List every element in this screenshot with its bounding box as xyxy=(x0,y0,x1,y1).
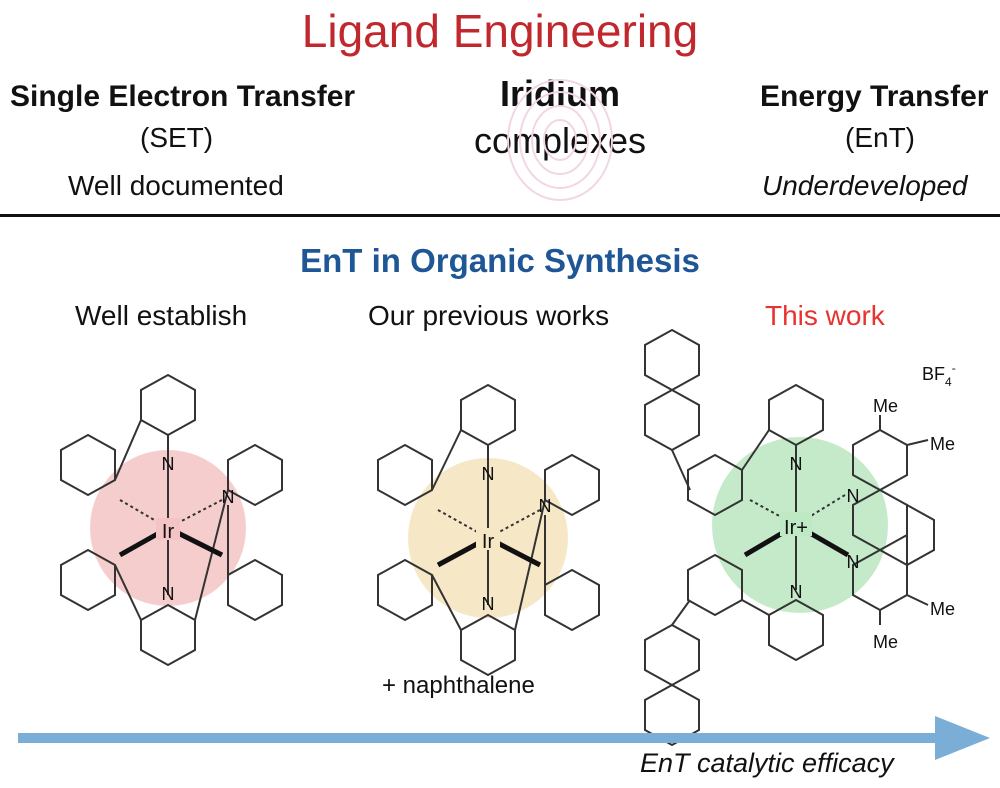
iridium-subtitle: complexes xyxy=(473,120,647,161)
complex-previous-work: Ir N N N xyxy=(377,383,600,677)
svg-text:N: N xyxy=(847,486,860,506)
fingerprint-icon xyxy=(507,79,613,201)
page-title: Ligand Engineering xyxy=(301,5,699,57)
svg-text:N: N xyxy=(222,487,235,507)
set-abbreviation: (SET) xyxy=(140,122,214,153)
iridium-cation-atom: Ir+ xyxy=(784,517,808,539)
svg-text:N: N xyxy=(790,582,803,602)
svg-text:N: N xyxy=(539,496,552,516)
column-heading-previous-works: Our previous works xyxy=(368,300,610,331)
iridium-atom-1: Ir xyxy=(162,521,175,543)
column-heading-this-work: This work xyxy=(765,300,885,331)
set-status: Well documented xyxy=(68,170,284,201)
methyl-label: Me xyxy=(873,396,898,416)
naphthalene-label: + naphthalene xyxy=(382,672,535,699)
efficacy-arrow xyxy=(18,716,990,760)
section-title: EnT in Organic Synthesis xyxy=(300,242,700,279)
methyl-label: Me xyxy=(873,632,898,652)
svg-text:N: N xyxy=(482,594,495,614)
svg-text:N: N xyxy=(847,552,860,572)
complex-this-work: Ir+ N N N N Me Me Me Me BF4- xyxy=(644,328,956,747)
efficacy-label: EnT catalytic efficacy xyxy=(640,748,894,778)
ent-abbreviation: (EnT) xyxy=(845,122,915,153)
complex-well-established: Ir N N N xyxy=(60,373,283,667)
counterion-label: BF4- xyxy=(922,361,956,389)
methyl-label: Me xyxy=(930,599,955,619)
svg-text:N: N xyxy=(162,454,175,474)
column-heading-well-establish: Well establish xyxy=(75,300,248,331)
iridium-atom-2: Ir xyxy=(482,531,495,553)
svg-text:N: N xyxy=(162,584,175,604)
svg-text:N: N xyxy=(790,454,803,474)
ent-status: Underdeveloped xyxy=(762,170,968,201)
set-title: Single Electron Transfer xyxy=(10,80,356,113)
methyl-label: Me xyxy=(930,434,955,454)
section-divider xyxy=(0,214,1000,217)
ent-title: Energy Transfer xyxy=(760,80,989,113)
svg-text:N: N xyxy=(482,464,495,484)
